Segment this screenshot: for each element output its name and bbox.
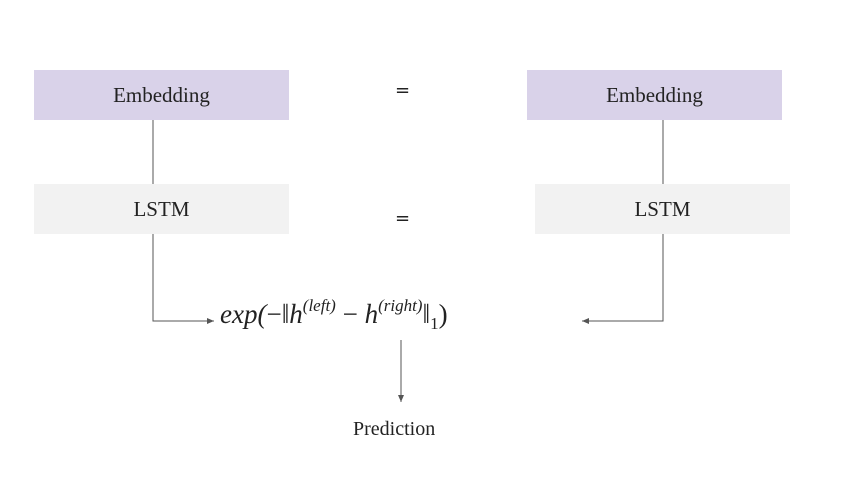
right-embedding-box: Embedding [527, 70, 782, 120]
formula-norm-close: ‖ [422, 299, 431, 329]
formula-h-left: h [289, 299, 303, 329]
embedding-shared-equals-sign: = [395, 80, 411, 101]
similarity-formula: exp(−‖h(left) − h(right)‖1) [220, 296, 448, 334]
formula-operator: − [335, 299, 365, 329]
left-embedding-label: Embedding [113, 82, 210, 107]
formula-norm-subscript: 1 [430, 314, 439, 333]
formula-sup-left: (left) [302, 296, 336, 315]
formula-norm-open: ‖ [281, 299, 290, 329]
right-lstm-to-formula-arrow [582, 234, 664, 324]
right-lstm-label: LSTM [634, 196, 691, 221]
right-embedding-label: Embedding [606, 82, 703, 107]
left-lstm-box: LSTM [34, 184, 289, 234]
left-lstm-label: LSTM [133, 196, 190, 221]
formula-minus: − [266, 299, 282, 329]
formula-sup-right: (right) [378, 296, 423, 315]
formula-prefix: exp( [220, 299, 267, 329]
formula-suffix: ) [438, 299, 448, 329]
lstm-shared-equals-sign: = [395, 208, 411, 229]
prediction-label: Prediction [353, 418, 436, 440]
left-lstm-to-formula-arrow [152, 234, 214, 324]
formula-h-right: h [364, 299, 379, 329]
left-embedding-box: Embedding [34, 70, 289, 120]
right-lstm-box: LSTM [535, 184, 790, 234]
